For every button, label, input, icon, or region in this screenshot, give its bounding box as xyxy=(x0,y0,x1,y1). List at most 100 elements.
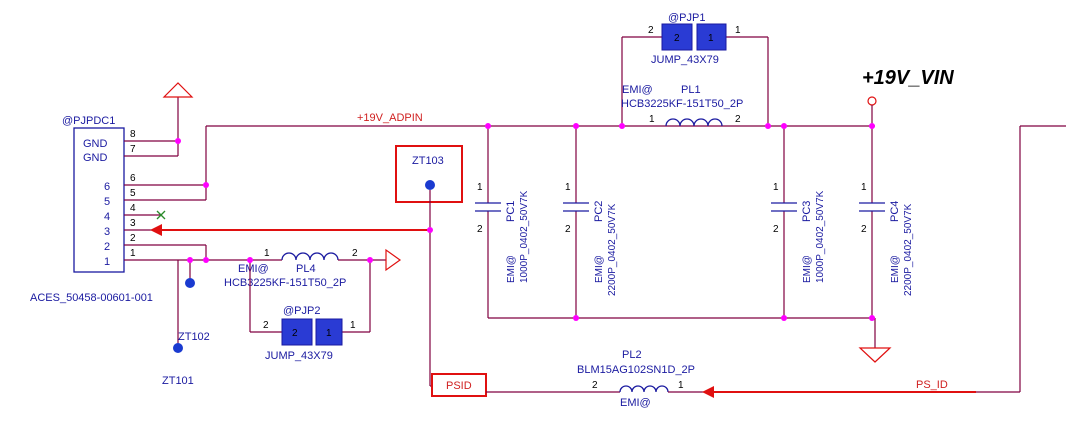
pin-label-2: 2 xyxy=(104,241,110,253)
pl2-pin-1: 1 xyxy=(678,380,684,391)
capacitor-pc4[interactable]: 1 2 PC4 EMI@ 2200P_0402_50V7K xyxy=(859,126,914,318)
capacitor-pc2[interactable]: 1 2 PC2 EMI@ 2200P_0402_50V7K xyxy=(563,126,618,318)
pjp2-pin-1: 1 xyxy=(350,320,356,331)
pin-num-7: 7 xyxy=(130,144,136,155)
signal-arrow-left xyxy=(150,224,430,236)
psid-net[interactable]: PSID xyxy=(431,373,620,397)
testpoint-zt103[interactable]: ZT103 xyxy=(395,145,463,387)
pl1-part: HCB3225KF-151T50_2P xyxy=(621,98,743,110)
pl1-pin-2: 2 xyxy=(735,114,741,125)
zt101-pad xyxy=(173,343,183,353)
pl4-part: HCB3225KF-151T50_2P xyxy=(224,277,346,289)
zt102-label: ZT102 xyxy=(178,331,210,343)
psid-label: PSID xyxy=(446,380,472,392)
inductor-pl2[interactable]: PL2 BLM15AG102SN1D_2P 2 1 EMI@ xyxy=(577,349,1020,409)
pjp2-pad-2: 2 xyxy=(292,328,298,339)
pin-label-3: 3 xyxy=(104,226,110,238)
zt103-pad xyxy=(425,180,435,190)
pc3-pin-2: 2 xyxy=(773,224,779,235)
pl2-emi: EMI@ xyxy=(620,397,651,409)
pc2-pin-1: 1 xyxy=(565,182,571,193)
pjp2-ref: @PJP2 xyxy=(283,305,320,317)
ground-symbol-pl4 xyxy=(385,248,402,272)
capacitor-pc3[interactable]: 1 2 PC3 EMI@ 1000P_0402_50V7K xyxy=(771,126,826,318)
pc1-pin-1: 1 xyxy=(477,182,483,193)
pc3-emi: EMI@ xyxy=(802,255,813,283)
jumper-pjp1[interactable]: @PJP1 2 1 2 1 JUMP_43X79 xyxy=(621,12,769,126)
pjp1-pad-2: 2 xyxy=(674,33,680,44)
pl1-pin-1: 1 xyxy=(649,114,655,125)
pin-num-3: 3 xyxy=(130,218,136,229)
psid-highlight-box xyxy=(431,373,487,397)
capacitor-pc1[interactable]: 1 2 PC1 EMI@ 1000P_0402_50V7K xyxy=(475,126,530,318)
pl4-emi: EMI@ xyxy=(238,263,269,275)
pin-num-5: 5 xyxy=(130,188,136,199)
pjp1-pad-1: 1 xyxy=(708,33,714,44)
connector-ref: @PJPDC1 xyxy=(62,115,115,127)
zt103-label: ZT103 xyxy=(412,155,444,167)
connector-pjpdc1[interactable]: @PJPDC1 GND GND 6 5 4 3 2 1 8 7 6 5 4 3 … xyxy=(30,115,153,304)
pin-num-8: 8 xyxy=(130,129,136,140)
pc2-pin-2: 2 xyxy=(565,224,571,235)
pin-num-2: 2 xyxy=(130,233,136,244)
junction-dots xyxy=(175,123,875,321)
inductor-pl1[interactable]: EMI@ PL1 HCB3225KF-151T50_2P 1 2 xyxy=(621,84,743,128)
pc2-ref: PC2 xyxy=(593,201,605,222)
pc2-emi: EMI@ xyxy=(594,255,605,283)
pl2-ref: PL2 xyxy=(622,349,642,361)
pjp2-pin-2: 2 xyxy=(263,320,269,331)
zt101-label: ZT101 xyxy=(162,375,194,387)
pin-num-4: 4 xyxy=(130,203,136,214)
pin-label-1: 1 xyxy=(104,256,110,268)
pc1-pin-2: 2 xyxy=(477,224,483,235)
pjp1-pin-1: 1 xyxy=(735,25,741,36)
rail-19v-adpin: +19V_ADPIN xyxy=(206,112,875,127)
ground-symbol-right xyxy=(858,347,892,363)
connector-wires xyxy=(124,97,430,345)
pjp2-part: JUMP_43X79 xyxy=(265,350,333,362)
no-connect-marker xyxy=(156,210,166,220)
pc4-ref: PC4 xyxy=(889,201,901,222)
pc1-ref: PC1 xyxy=(505,201,517,222)
pjp1-ref: @PJP1 xyxy=(668,12,705,24)
pc1-emi: EMI@ xyxy=(506,255,517,283)
ps-id-net: PS_ID xyxy=(916,125,1066,392)
zt102-pad xyxy=(185,278,195,288)
pc3-ref: PC3 xyxy=(801,201,813,222)
pl4-pin-1: 1 xyxy=(264,248,270,259)
pc1-value: 1000P_0402_50V7K xyxy=(519,190,530,283)
pjp1-part: JUMP_43X79 xyxy=(651,54,719,66)
pc4-pin-2: 2 xyxy=(861,224,867,235)
net-label-vin: +19V_VIN xyxy=(862,67,954,89)
pc3-pin-1: 1 xyxy=(773,182,779,193)
ground-symbol-top xyxy=(162,82,194,98)
jumper-pjp2[interactable]: @PJP2 2 1 2 1 JUMP_43X79 xyxy=(249,260,371,362)
pin-name-7: GND xyxy=(83,152,108,164)
pc4-value: 2200P_0402_50V7K xyxy=(903,203,914,296)
pc3-value: 1000P_0402_50V7K xyxy=(815,190,826,283)
pl1-emi: EMI@ xyxy=(622,84,653,96)
pin-label-5: 5 xyxy=(104,196,110,208)
pin-num-6: 6 xyxy=(130,173,136,184)
pl1-ref: PL1 xyxy=(681,84,701,96)
pin-num-1: 1 xyxy=(130,248,136,259)
pc2-value: 2200P_0402_50V7K xyxy=(607,203,618,296)
pin-name-8: GND xyxy=(83,138,108,150)
zt103-highlight-box xyxy=(395,145,463,203)
pjp1-pin-2: 2 xyxy=(648,25,654,36)
inductor-pl4[interactable]: 1 2 EMI@ PL4 HCB3225KF-151T50_2P xyxy=(224,248,386,289)
pin-label-4: 4 xyxy=(104,211,110,223)
connector-part: ACES_50458-00601-001 xyxy=(30,292,153,304)
net-19v-vin: +19V_VIN xyxy=(862,67,954,348)
pl4-pin-2: 2 xyxy=(352,248,358,259)
signal-arrow-right xyxy=(702,386,976,398)
pl2-part: BLM15AG102SN1D_2P xyxy=(577,364,695,376)
net-label-ps-id: PS_ID xyxy=(916,379,948,391)
pc4-emi: EMI@ xyxy=(890,255,901,283)
pin-label-6: 6 xyxy=(104,181,110,193)
pl4-ref: PL4 xyxy=(296,263,316,275)
testpoint-zt101[interactable]: ZT101 xyxy=(162,343,194,387)
net-label-adpin: +19V_ADPIN xyxy=(357,112,423,124)
testpoint-zt102[interactable]: ZT102 xyxy=(178,278,210,343)
